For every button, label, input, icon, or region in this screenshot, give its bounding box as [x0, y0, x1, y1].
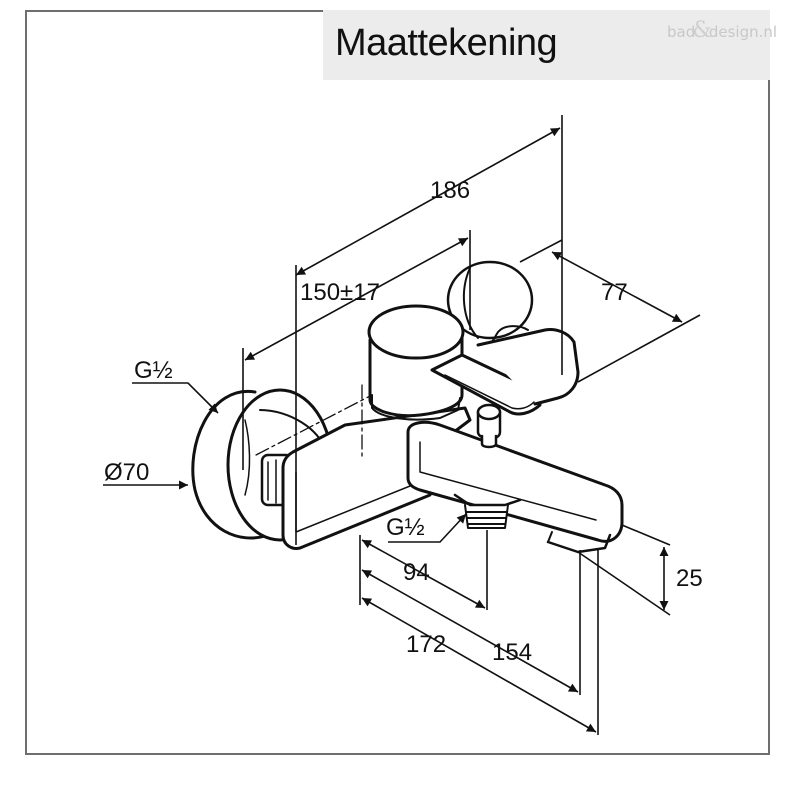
dim-label-186: 186 [430, 177, 470, 204]
bath-spout [406, 420, 624, 554]
lever-handle [430, 325, 580, 416]
dim-label-g-outlet: G½ [386, 514, 425, 541]
watermark-prefix: bad [667, 23, 696, 41]
ext-line-77-a [519, 239, 563, 263]
dim-line-186 [295, 127, 561, 276]
dim-label-172: 172 [406, 631, 446, 658]
dim-label-154: 154 [492, 639, 532, 666]
leader-g-outlet [388, 513, 467, 543]
dim-label-77: 77 [601, 279, 628, 306]
outlet-thread [453, 493, 522, 529]
watermark-ampersand: & [692, 18, 712, 43]
dim-label-25: 25 [676, 565, 703, 592]
ext-line-25-top [621, 524, 671, 546]
dim-label-g-inlet: G½ [134, 357, 173, 384]
dim-line-77 [551, 251, 683, 323]
title-bar [323, 10, 770, 80]
ext-line-25-bottom [577, 551, 671, 616]
ext-line-77-b [577, 314, 701, 383]
dim-label-150: 150±17 [300, 279, 380, 306]
dim-line-154 [361, 569, 579, 693]
leader-g-inlet [132, 382, 219, 414]
dimension-lines [103, 115, 701, 735]
diverter-knob [476, 403, 502, 449]
watermark-logo: bad&design.nl [667, 18, 777, 43]
dim-label-94: 94 [403, 559, 430, 586]
dim-line-150 [244, 237, 469, 361]
page-title: Maattekening [335, 22, 558, 64]
watermark-suffix: design.nl [708, 23, 778, 41]
dim-label-d70: Ø70 [104, 459, 149, 486]
centre-lines [255, 384, 373, 461]
dim-line-172 [361, 597, 597, 733]
